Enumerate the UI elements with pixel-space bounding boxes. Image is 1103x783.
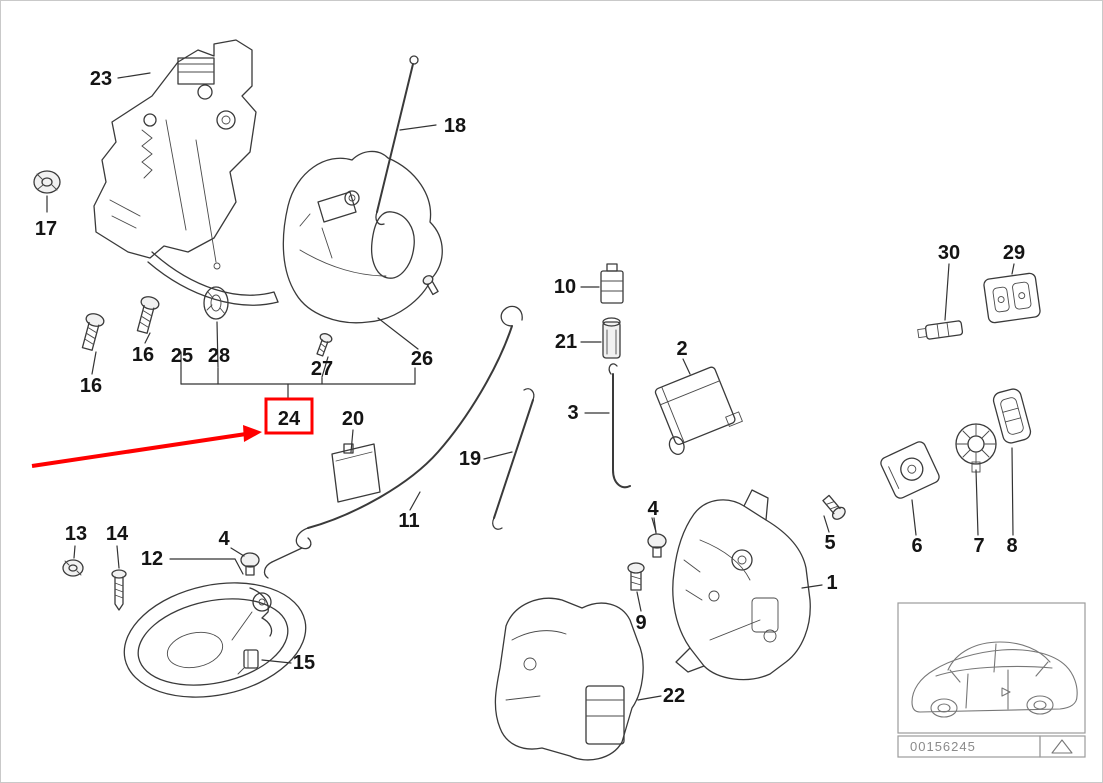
callout-11: 11 bbox=[398, 510, 419, 532]
highlight-annotation bbox=[31, 397, 314, 468]
callout-14: 14 bbox=[106, 523, 129, 545]
leader-5 bbox=[823, 515, 830, 533]
part-5-screw bbox=[822, 494, 846, 520]
callout-6: 6 bbox=[911, 535, 922, 557]
part-6-lock-cylinder-housing bbox=[880, 441, 940, 536]
callout-4b: 4 bbox=[647, 498, 659, 520]
callout-30: 30 bbox=[938, 242, 960, 264]
part-23-carrier-assembly bbox=[93, 39, 279, 306]
part-15-clip bbox=[237, 649, 292, 675]
part-16-screw-left bbox=[81, 313, 105, 351]
part-7-lock-cylinder bbox=[955, 423, 997, 536]
part-code: 00156245 bbox=[910, 739, 976, 754]
highlight-box bbox=[264, 397, 314, 435]
callout-1: 1 bbox=[826, 572, 837, 594]
part-3-lock-rod bbox=[584, 363, 631, 489]
part-26-outer-door-handle bbox=[282, 150, 443, 324]
part-27-screw bbox=[316, 333, 333, 357]
callout-10: 10 bbox=[554, 276, 576, 298]
callout-18: 18 bbox=[444, 115, 466, 137]
callout-28: 28 bbox=[208, 345, 230, 367]
callout-8: 8 bbox=[1006, 535, 1017, 557]
vehicle-reference-box: 00156245 bbox=[897, 602, 1086, 758]
warning-box bbox=[1039, 735, 1086, 758]
callout-24: 24 bbox=[278, 408, 301, 430]
part-17-grommet bbox=[33, 170, 61, 194]
part-16-screw-right bbox=[136, 296, 160, 334]
car-sketch-icon bbox=[911, 641, 1078, 718]
callout-22: 22 bbox=[663, 685, 685, 707]
part-12-interior-handle bbox=[123, 558, 307, 698]
callout-20: 20 bbox=[342, 408, 364, 430]
callout-27: 27 bbox=[311, 358, 333, 380]
bracket-handle-group bbox=[91, 317, 419, 399]
part-20-plate bbox=[331, 429, 381, 503]
part-28-gasket bbox=[203, 286, 229, 320]
callout-17: 17 bbox=[35, 218, 57, 240]
callout-7: 7 bbox=[973, 535, 984, 557]
highlight-arrow-head bbox=[243, 425, 262, 442]
part-30-connector bbox=[917, 263, 964, 340]
part-8-cover-cap bbox=[992, 388, 1032, 536]
part-22-sound-insulation bbox=[494, 597, 662, 761]
part-2-actuator bbox=[654, 358, 743, 455]
callout-leaders bbox=[46, 72, 657, 533]
callout-23: 23 bbox=[90, 68, 112, 90]
part-1-door-lock bbox=[672, 489, 823, 681]
part-14-screw bbox=[111, 545, 127, 611]
callout-12: 12 bbox=[141, 548, 163, 570]
part-9-screw bbox=[627, 562, 645, 612]
part-11-bowden-cable bbox=[263, 305, 523, 579]
callout-5: 5 bbox=[824, 532, 835, 554]
callout-16a: 16 bbox=[80, 375, 102, 397]
callout-19: 19 bbox=[459, 448, 481, 470]
callout-9: 9 bbox=[635, 612, 646, 634]
part-21-bushing bbox=[580, 317, 621, 359]
callout-21: 21 bbox=[555, 331, 577, 353]
part-10-switch bbox=[580, 263, 624, 304]
callout-labels: 23 17 18 16 16 25 28 27 26 24 20 10 21 2… bbox=[35, 68, 1025, 707]
callout-3: 3 bbox=[567, 402, 578, 424]
highlight-arrow-shaft bbox=[31, 432, 247, 468]
part-26-bolt bbox=[422, 275, 439, 296]
part-18-rod bbox=[375, 55, 419, 226]
callout-4a: 4 bbox=[218, 528, 230, 550]
callout-26: 26 bbox=[411, 348, 433, 370]
callout-16b: 16 bbox=[132, 344, 154, 366]
part-29-switch-block bbox=[983, 263, 1041, 324]
part-4-grommet-lock bbox=[647, 517, 667, 558]
callout-13: 13 bbox=[65, 523, 87, 545]
callout-29: 29 bbox=[1003, 242, 1025, 264]
callout-25: 25 bbox=[171, 345, 193, 367]
warning-triangle-icon bbox=[1051, 739, 1073, 754]
callout-15: 15 bbox=[293, 652, 315, 674]
part-19-rod bbox=[483, 388, 535, 530]
part-13-grommet bbox=[62, 545, 84, 577]
callout-2: 2 bbox=[676, 338, 687, 360]
part-4-grommet-handle bbox=[230, 547, 260, 576]
